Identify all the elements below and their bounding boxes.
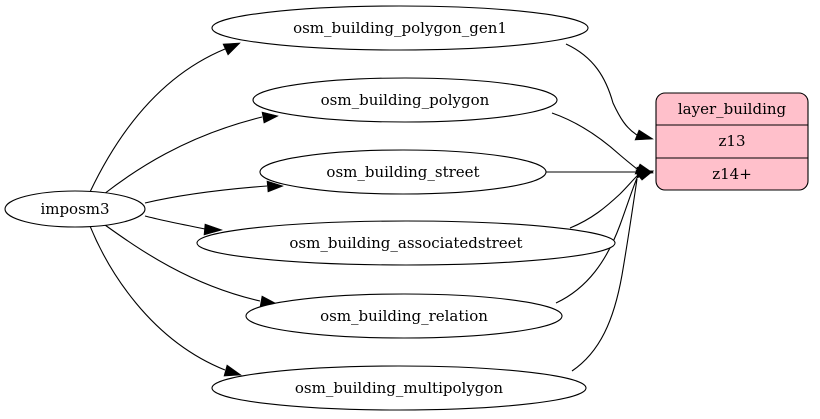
edge-imposm3-to-osm-building-polygon-gen1 xyxy=(89,42,241,193)
layer-building-row-z13[interactable]: z13 xyxy=(719,132,746,150)
node-imposm3-label: imposm3 xyxy=(40,200,109,218)
node-osm-building-relation-shape[interactable] xyxy=(245,293,563,339)
node-osm-building-polygon-gen1-shape[interactable] xyxy=(211,5,589,51)
node-imposm3[interactable]: imposm3 xyxy=(4,190,146,228)
edge-group-source-to-tables xyxy=(89,42,284,377)
node-osm-building-multipolygon[interactable]: osm_building_multipolygon xyxy=(211,365,587,411)
node-imposm3-shape[interactable] xyxy=(4,190,146,228)
node-layer-building[interactable]: layer_building z13 z14+ xyxy=(655,92,809,191)
node-osm-building-polygon-gen1-label: osm_building_polygon_gen1 xyxy=(293,19,507,37)
node-osm-building-street-shape[interactable] xyxy=(259,149,547,195)
node-osm-building-polygon-label: osm_building_polygon xyxy=(321,91,490,109)
layer-building-title: layer_building xyxy=(678,100,787,118)
edge-osm-building-multipolygon-to-z14plus xyxy=(571,169,654,372)
node-osm-building-relation-label: osm_building_relation xyxy=(320,307,488,325)
edge-osm-building-associatedstreet-to-z14plus xyxy=(569,170,655,229)
edge-imposm3-to-osm-building-polygon xyxy=(103,111,279,195)
node-osm-building-street-label: osm_building_street xyxy=(326,163,479,181)
node-osm-building-street[interactable]: osm_building_street xyxy=(259,149,547,195)
layer-building-box[interactable] xyxy=(655,92,809,191)
edge-imposm3-to-osm-building-multipolygon xyxy=(89,225,242,377)
node-osm-building-relation[interactable]: osm_building_relation xyxy=(245,293,563,339)
node-osm-building-multipolygon-shape[interactable] xyxy=(211,365,587,411)
node-osm-building-polygon[interactable]: osm_building_polygon xyxy=(252,77,558,123)
node-osm-building-multipolygon-label: osm_building_multipolygon xyxy=(295,379,504,397)
node-osm-building-associatedstreet-shape[interactable] xyxy=(196,220,616,266)
node-osm-building-associatedstreet-label: osm_building_associatedstreet xyxy=(289,234,522,252)
edge-imposm3-to-osm-building-associatedstreet xyxy=(144,215,223,236)
node-osm-building-polygon-shape[interactable] xyxy=(252,77,558,123)
edge-osm-building-polygon-gen1-to-z13 xyxy=(565,43,654,141)
node-osm-building-associatedstreet[interactable]: osm_building_associatedstreet xyxy=(196,220,616,266)
edge-group-tables-to-layer xyxy=(546,43,655,372)
edge-osm-building-polygon-to-z14plus xyxy=(551,112,654,175)
layer-building-row-z14plus[interactable]: z14+ xyxy=(712,165,752,183)
edge-imposm3-to-osm-building-street xyxy=(144,180,284,204)
node-osm-building-polygon-gen1[interactable]: osm_building_polygon_gen1 xyxy=(211,5,589,51)
